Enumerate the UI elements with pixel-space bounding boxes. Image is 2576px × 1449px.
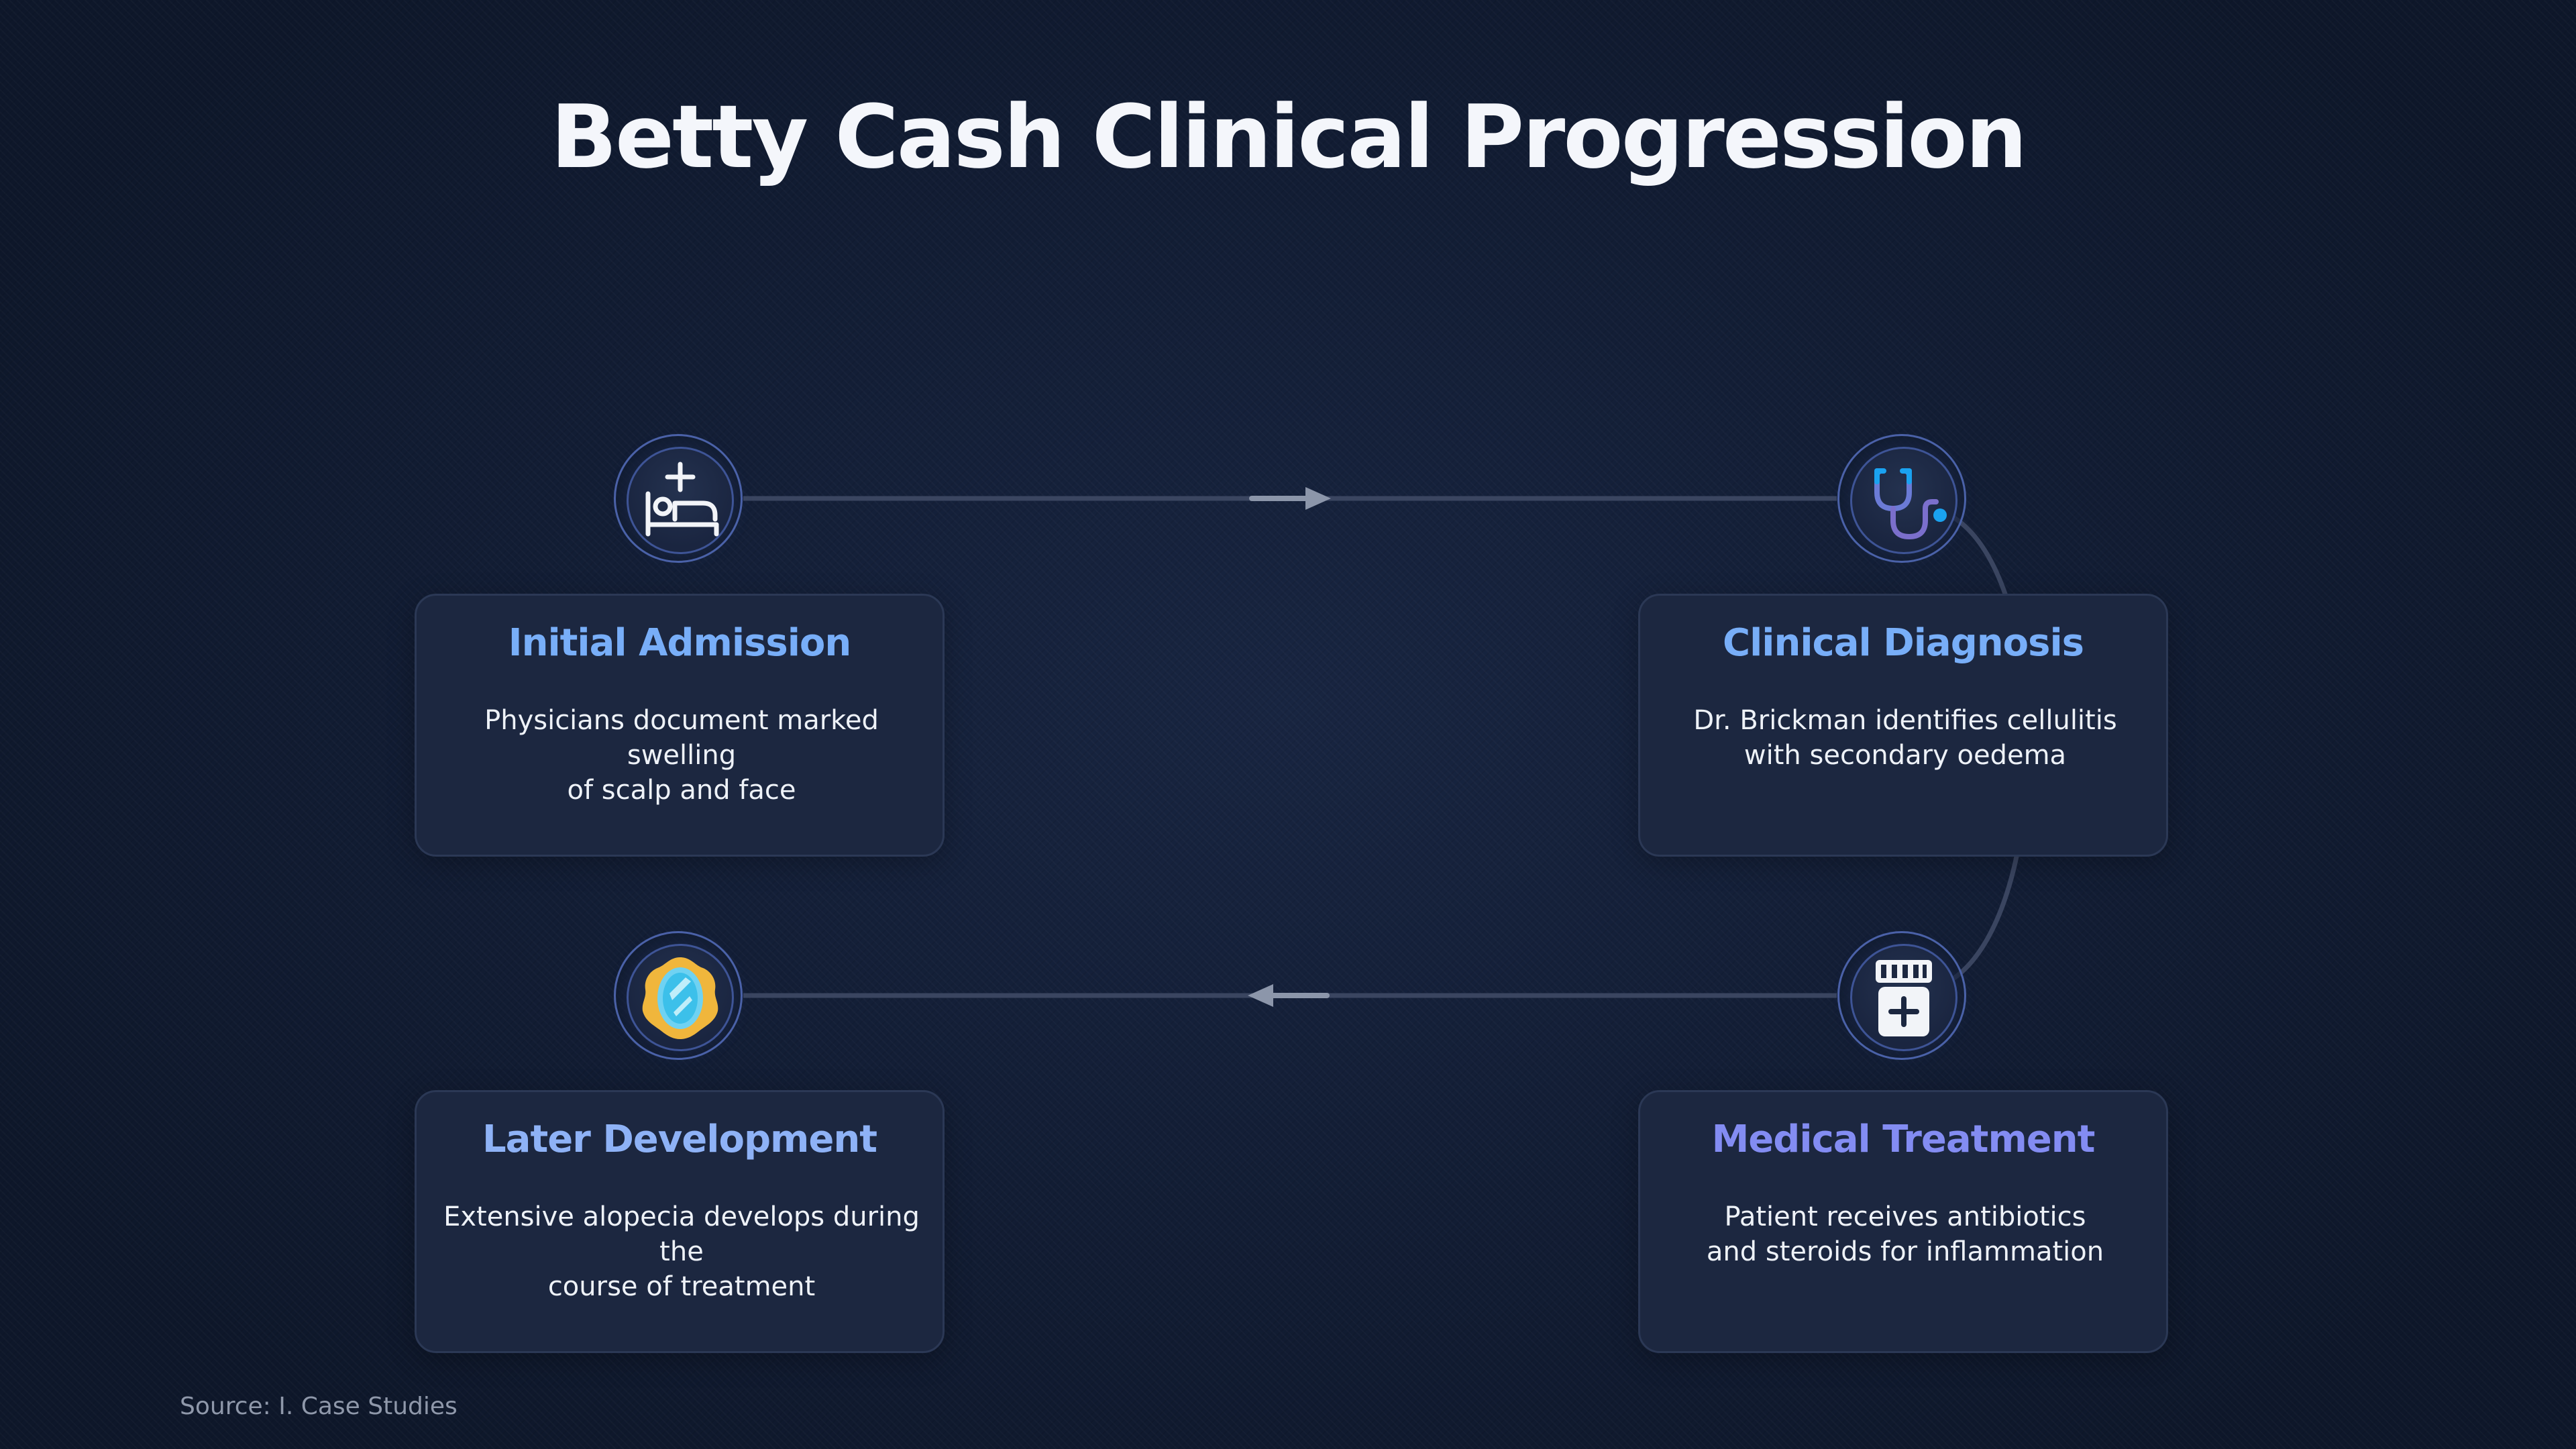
card-title: Medical Treatment: [1711, 1118, 2096, 1161]
description-line: course of treatment: [547, 1271, 816, 1302]
arrow-right-icon: [1249, 487, 1331, 510]
node-medical-treatment: [1837, 931, 1966, 1060]
card-title: Initial Admission: [508, 621, 852, 665]
card-medical-treatment: Medical Treatment Patient receives antib…: [1638, 1090, 2168, 1353]
medicine-bottle-icon: [1876, 960, 1932, 1036]
description-line: Dr. Brickman identifies cellulitis: [1693, 705, 2117, 736]
card-description: Dr. Brickman identifies cellulitis with …: [1654, 703, 2157, 773]
description-line: with secondary oedema: [1743, 740, 2067, 771]
mirror-icon: [642, 957, 718, 1039]
card-title: Clinical Diagnosis: [1723, 621, 2084, 665]
node-initial-admission: [614, 434, 743, 563]
node-later-development: [614, 931, 743, 1060]
description-line: Physicians document marked swelling: [484, 705, 879, 771]
hospital-bed-icon: [645, 462, 719, 537]
card-description: Physicians document marked swelling of s…: [430, 703, 933, 808]
card-title: Later Development: [482, 1118, 877, 1161]
card-description: Patient receives antibiotics and steroid…: [1654, 1199, 2157, 1269]
description-line: of scalp and face: [567, 775, 796, 806]
page-title: Betty Cash Clinical Progression: [550, 86, 2027, 188]
stethoscope-icon: [1874, 468, 1947, 539]
node-clinical-diagnosis: [1837, 434, 1966, 563]
description-line: Extensive alopecia develops during the: [443, 1201, 920, 1267]
card-clinical-diagnosis: Clinical Diagnosis Dr. Brickman identifi…: [1638, 594, 2168, 857]
description-line: Patient receives antibiotics: [1724, 1201, 2086, 1232]
card-initial-admission: Initial Admission Physicians document ma…: [415, 594, 945, 857]
source-note: Source: I. Case Studies: [180, 1393, 458, 1420]
description-line: and steroids for inflammation: [1706, 1236, 2104, 1267]
card-later-development: Later Development Extensive alopecia dev…: [415, 1090, 945, 1353]
card-description: Extensive alopecia develops during the c…: [430, 1199, 933, 1304]
arrow-left-icon: [1248, 984, 1330, 1007]
